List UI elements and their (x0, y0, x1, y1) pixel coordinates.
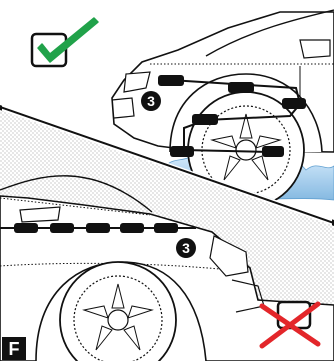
callout-number-upper: 3 (147, 93, 155, 109)
cable-clip (158, 75, 184, 86)
hub-lower (108, 310, 128, 330)
cable-clip (192, 114, 218, 125)
cable-clip (50, 223, 74, 233)
cable-clip (170, 146, 194, 157)
cable-clip (262, 146, 284, 157)
side-mirror-upper (300, 40, 330, 58)
panel-label: F (9, 339, 20, 359)
hub-upper (236, 140, 256, 160)
side-mirror (20, 207, 60, 222)
cable-clip (228, 82, 254, 93)
callout-number-lower: 3 (182, 240, 190, 256)
cable-clip (154, 223, 178, 233)
cable-clip (14, 223, 38, 233)
cable-clip (282, 98, 306, 109)
cable-clip (120, 223, 144, 233)
cable-clip (86, 223, 110, 233)
